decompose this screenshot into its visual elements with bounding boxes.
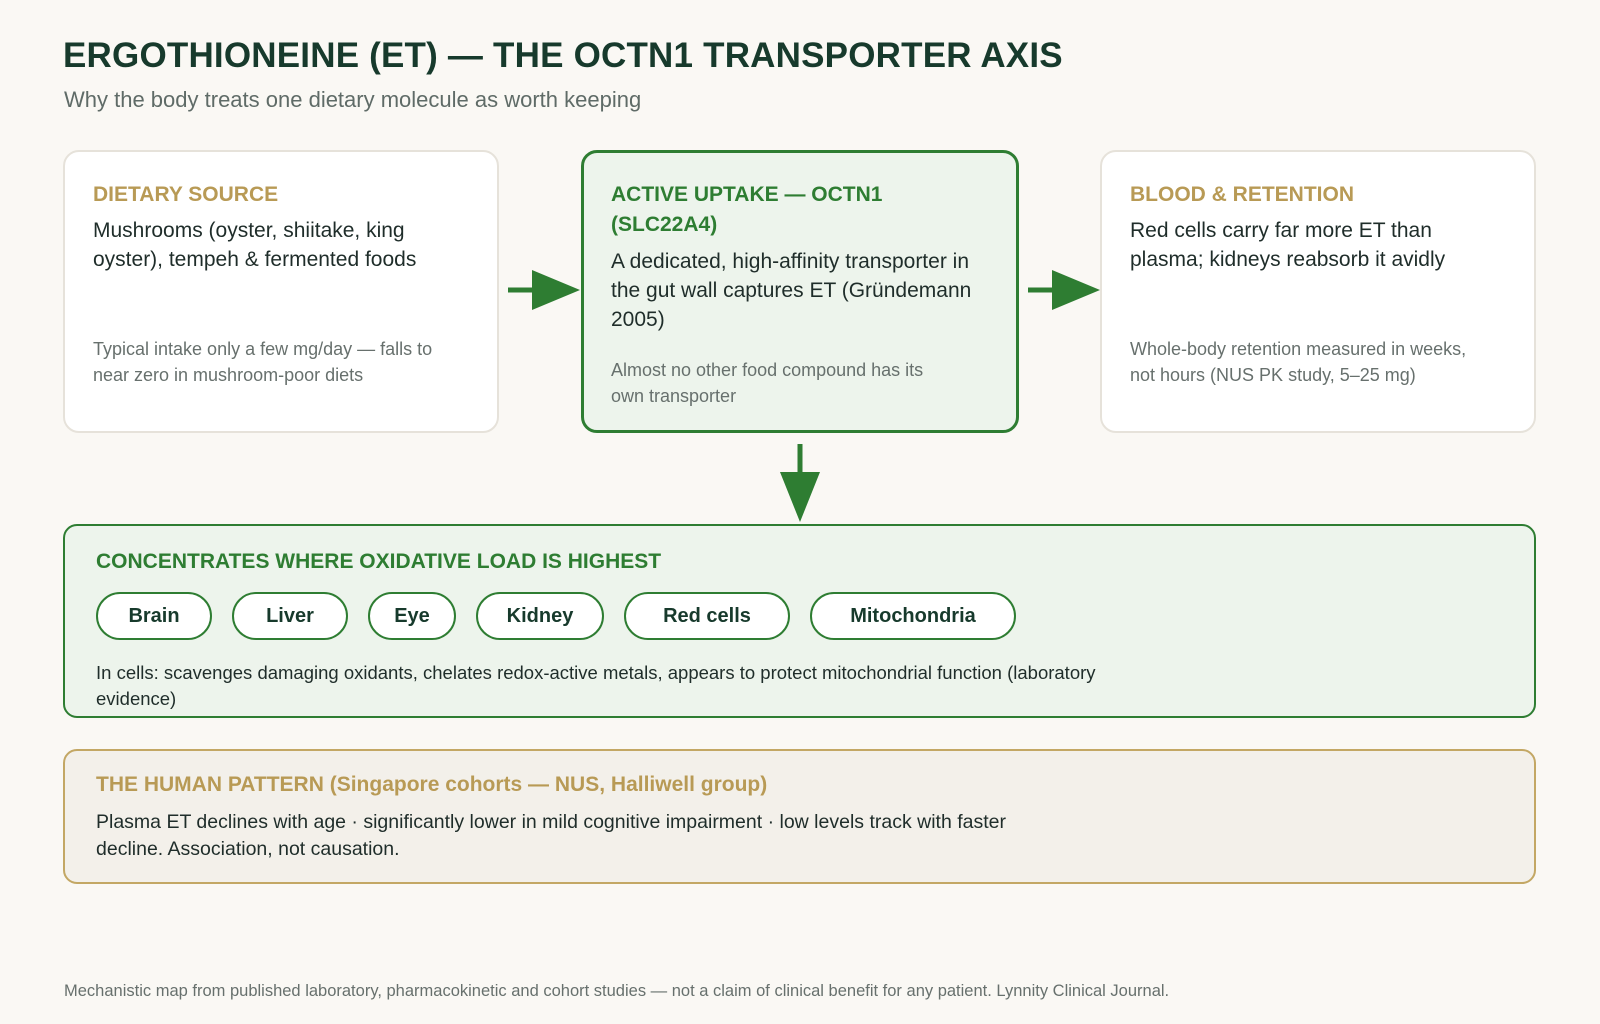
active-uptake-body: A dedicated, high-affinity transporter i… [611,250,972,331]
tissue-pill: Mitochondria [810,592,1016,640]
dietary-source-note: Typical intake only a few mg/day — falls… [93,339,433,385]
footer-note: Mechanistic map from published laborator… [64,982,1170,1000]
tissue-pill: Red cells [624,592,790,640]
arrow-right-icon [508,270,580,310]
blood-retention-heading: BLOOD & RETENTION [1130,183,1354,206]
page-title: ERGOTHIONEINE (ET) — THE OCTN1 TRANSPORT… [63,36,1063,75]
human-pattern-text: Plasma ET declines with age · significan… [96,811,1006,860]
dietary-source-heading: DIETARY SOURCE [93,183,279,206]
concentrates-heading: CONCENTRATES WHERE OXIDATIVE LOAD IS HIG… [96,550,662,573]
blood-retention-note: Whole-body retention measured in weeks, … [1130,339,1467,385]
arrow-down-icon [780,444,820,522]
tissue-pill: Liver [232,592,348,640]
human-pattern-heading: THE HUMAN PATTERN (Singapore cohorts — N… [96,773,768,796]
blood-retention-body: Red cells carry far more ET than plasma;… [1130,219,1446,271]
active-uptake-note: Almost no other food compound has its ow… [611,360,924,406]
dietary-source-body: Mushrooms (oyster, shiitake, king oyster… [93,219,417,271]
tissue-pill: Brain [96,592,212,640]
dietary-source-card: DIETARY SOURCE Mushrooms (oyster, shiita… [63,150,499,433]
active-uptake-card: ACTIVE UPTAKE — OCTN1 (SLC22A4) A dedica… [581,150,1019,433]
human-pattern-panel: THE HUMAN PATTERN (Singapore cohorts — N… [63,749,1536,884]
page-subtitle: Why the body treats one dietary molecule… [64,87,642,112]
arrow-right-icon [1028,270,1100,310]
tissue-pill: Kidney [476,592,604,640]
blood-retention-card: BLOOD & RETENTION Red cells carry far mo… [1100,150,1536,433]
concentrates-panel: CONCENTRATES WHERE OXIDATIVE LOAD IS HIG… [63,524,1536,718]
concentrates-text: In cells: scavenges damaging oxidants, c… [96,662,1096,709]
active-uptake-heading: ACTIVE UPTAKE — OCTN1 (SLC22A4) [611,183,883,236]
tissue-pill: Eye [368,592,456,640]
